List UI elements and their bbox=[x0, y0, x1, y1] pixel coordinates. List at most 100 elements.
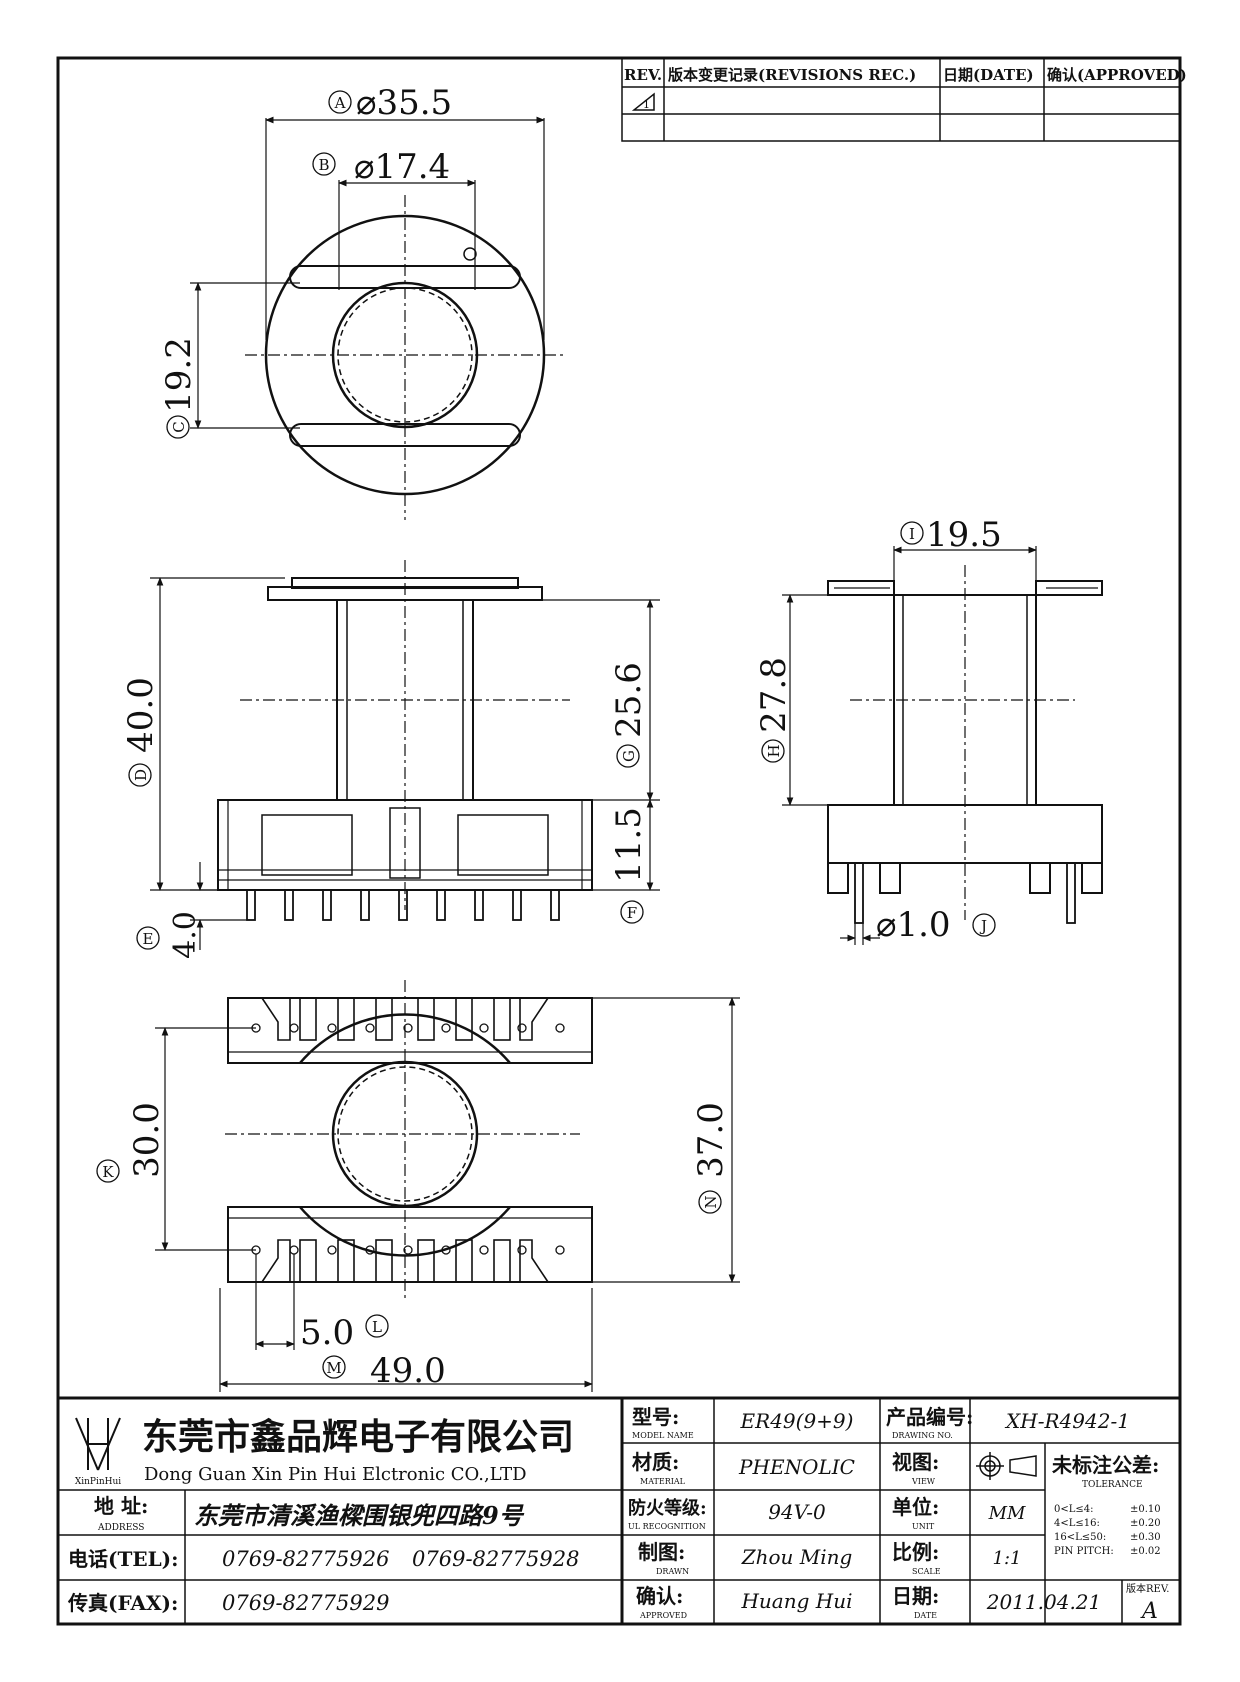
dim-k-letter: K bbox=[102, 1163, 114, 1181]
dim-line-c bbox=[190, 282, 300, 429]
company-name-en: Dong Guan Xin Pin Hui Elctronic CO.,LTD bbox=[144, 1464, 527, 1485]
dim-a-balloon bbox=[328, 90, 352, 114]
tolerance-range-1: 0<L≤4: bbox=[1054, 1504, 1094, 1515]
dim-e-label: 4.0 bbox=[168, 911, 203, 959]
dim-line-l bbox=[255, 1254, 295, 1350]
dim-e-value: 4.0 bbox=[168, 911, 203, 959]
scale-label-cn: 比例: bbox=[892, 1540, 939, 1564]
address-label-cn: 地 址: bbox=[94, 1494, 148, 1518]
dim-b-balloon bbox=[312, 152, 336, 176]
company-logo bbox=[75, 1417, 121, 1471]
dim-b-value: ⌀17.4 bbox=[354, 147, 450, 187]
dim-n-value: 37.0 bbox=[691, 1102, 731, 1178]
tel-value-2: 0769-82775928 bbox=[412, 1547, 579, 1571]
model-label-en: MODEL NAME bbox=[632, 1431, 694, 1440]
dim-h-label: 27.8 H bbox=[754, 657, 794, 763]
dim-g-balloon bbox=[616, 744, 640, 768]
dim-f-balloon bbox=[620, 900, 644, 924]
material-label-cn: 材质: bbox=[632, 1450, 679, 1474]
dim-i-value: 19.5 bbox=[926, 515, 1002, 555]
dim-g-letter: G bbox=[620, 750, 638, 762]
tolerance-title-en: TOLERANCE bbox=[1082, 1480, 1143, 1490]
ul-value: 94V-0 bbox=[768, 1500, 826, 1524]
dim-line-e bbox=[190, 862, 250, 950]
dim-d-letter: D bbox=[132, 769, 150, 781]
dim-n-label: 37.0 N bbox=[691, 1102, 731, 1214]
bottom-view bbox=[225, 980, 593, 1300]
revision-col-rev: REV. bbox=[624, 66, 662, 84]
approved-label-en: APPROVED bbox=[639, 1611, 687, 1620]
title-block-grid bbox=[58, 1396, 1180, 1624]
dim-line-k bbox=[155, 1027, 256, 1251]
version-value: A bbox=[1140, 1599, 1158, 1624]
view-label-cn: 视图: bbox=[892, 1450, 939, 1474]
dim-d-label: 40.0 D bbox=[121, 677, 161, 787]
logo-caption: XinPinHui bbox=[75, 1477, 121, 1487]
dim-k-label: 30.0 bbox=[127, 1102, 167, 1178]
dim-m-letter: M bbox=[326, 1359, 341, 1377]
dim-i-letter: I bbox=[909, 525, 915, 543]
approved-label-cn: 确认: bbox=[636, 1584, 683, 1608]
ul-label-en: UL RECOGNITION bbox=[628, 1522, 706, 1531]
dim-l-balloon bbox=[365, 1314, 389, 1338]
revision-block bbox=[621, 57, 1181, 142]
dim-f-letter: F bbox=[627, 904, 637, 922]
scale-value: 1:1 bbox=[993, 1548, 1022, 1569]
dim-e-balloon bbox=[136, 926, 160, 950]
dim-i-balloon bbox=[900, 521, 924, 545]
company-name-cn: 东莞市鑫品辉电子有限公司 bbox=[142, 1416, 574, 1458]
drawing-no-label-en: DRAWING NO. bbox=[892, 1431, 953, 1440]
dim-h-balloon bbox=[761, 739, 785, 763]
dim-m-balloon bbox=[322, 1355, 346, 1379]
dim-l-letter: L bbox=[372, 1318, 382, 1336]
tolerance-range-2: 4<L≤16: bbox=[1054, 1518, 1100, 1529]
dim-line-j bbox=[840, 900, 880, 945]
fax-label: 传真(FAX): bbox=[67, 1591, 178, 1615]
revision-triangle-icon bbox=[631, 92, 655, 111]
dim-e-letter: E bbox=[143, 930, 154, 948]
revision-col-date: 日期(DATE) bbox=[943, 66, 1034, 84]
address-label-en: ADDRESS bbox=[97, 1523, 144, 1533]
approved-value: Huang Hui bbox=[740, 1589, 852, 1613]
dim-a-value: ⌀35.5 bbox=[356, 83, 452, 123]
dim-c-label: 19.2 C bbox=[159, 337, 199, 439]
dim-line-h bbox=[782, 594, 894, 806]
fax-value: 0769-82775929 bbox=[222, 1591, 389, 1615]
drawn-value: Zhou Ming bbox=[741, 1545, 853, 1569]
dim-line-a bbox=[265, 116, 545, 340]
dim-b-letter: B bbox=[318, 156, 329, 174]
date-label-en: DATE bbox=[914, 1611, 937, 1620]
revision-row1-number: 1 bbox=[643, 98, 650, 111]
dim-line-m bbox=[219, 1288, 593, 1392]
front-view-pins bbox=[246, 889, 560, 921]
dim-n-letter: N bbox=[702, 1195, 720, 1208]
tel-value-1: 0769-82775926 bbox=[222, 1547, 389, 1571]
dim-k-balloon bbox=[96, 1159, 120, 1183]
drawing-no-value: XH-R4942-1 bbox=[1004, 1409, 1130, 1433]
front-view bbox=[217, 560, 593, 910]
dim-n-balloon bbox=[698, 1190, 722, 1214]
dim-j-balloon bbox=[972, 913, 996, 937]
dim-c-letter: C bbox=[170, 421, 188, 432]
unit-label-en: UNIT bbox=[912, 1522, 935, 1531]
revision-col-approved: 确认(APPROVED) bbox=[1047, 66, 1187, 84]
dim-j-value: ⌀1.0 bbox=[876, 905, 951, 945]
projection-symbol-icon bbox=[976, 1452, 1037, 1480]
dim-line-i bbox=[893, 546, 1037, 590]
drawing-border bbox=[56, 56, 1182, 1626]
bottom-view-pin-holes bbox=[251, 1023, 565, 1255]
tolerance-value-2: ±0.20 bbox=[1130, 1518, 1161, 1529]
bottom-view-slots bbox=[261, 997, 549, 1283]
dim-k-value: 30.0 bbox=[127, 1102, 167, 1178]
address-value: 东莞市清溪渔樑围银兜四路9号 bbox=[194, 1501, 525, 1530]
tolerance-value-3: ±0.30 bbox=[1130, 1532, 1161, 1543]
dim-line-n bbox=[562, 997, 740, 1283]
dim-a-letter: A bbox=[334, 94, 346, 112]
unit-label-cn: 单位: bbox=[892, 1495, 939, 1519]
drawn-label-cn: 制图: bbox=[638, 1540, 685, 1564]
dim-m-value: 49.0 bbox=[370, 1351, 446, 1391]
dim-h-letter: H bbox=[765, 744, 783, 757]
version-label: 版本REV. bbox=[1126, 1582, 1169, 1595]
drawing-no-label-cn: 产品编号: bbox=[886, 1405, 973, 1429]
